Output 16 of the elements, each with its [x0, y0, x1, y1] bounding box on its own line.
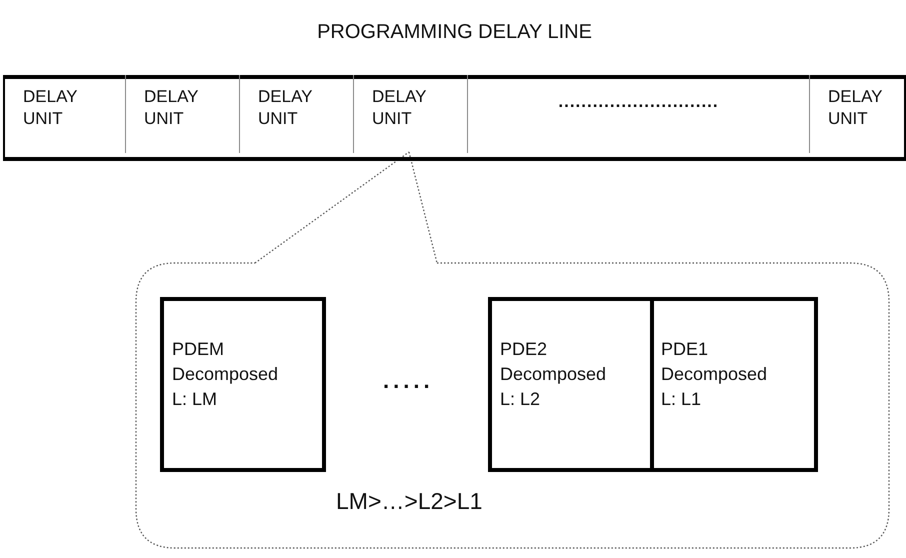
ellipsis-text: ............................ [557, 91, 720, 113]
cell-label: DELAY UNIT [144, 86, 200, 130]
dots-text: ..... [383, 370, 434, 392]
pde-label: PDE1 Decomposed L: L1 [661, 338, 765, 411]
cell-label: DELAY UNIT [258, 86, 314, 130]
pde-box [488, 297, 654, 472]
cell-label: DELAY UNIT [372, 86, 428, 130]
inequality-text: LM>…>L2>L1 [336, 490, 482, 512]
delay-line-title: PROGRAMMING DELAY LINE [316, 21, 593, 43]
pde-label: PDEM Decomposed L: LM [172, 338, 276, 411]
pde-label: PDE2 Decomposed L: L2 [500, 338, 604, 411]
cell-label: DELAY UNIT [828, 86, 884, 130]
pde-box [160, 297, 326, 472]
cell-label: DELAY UNIT [23, 86, 78, 130]
pde-box [653, 297, 818, 472]
callout-bubble [135, 262, 890, 549]
